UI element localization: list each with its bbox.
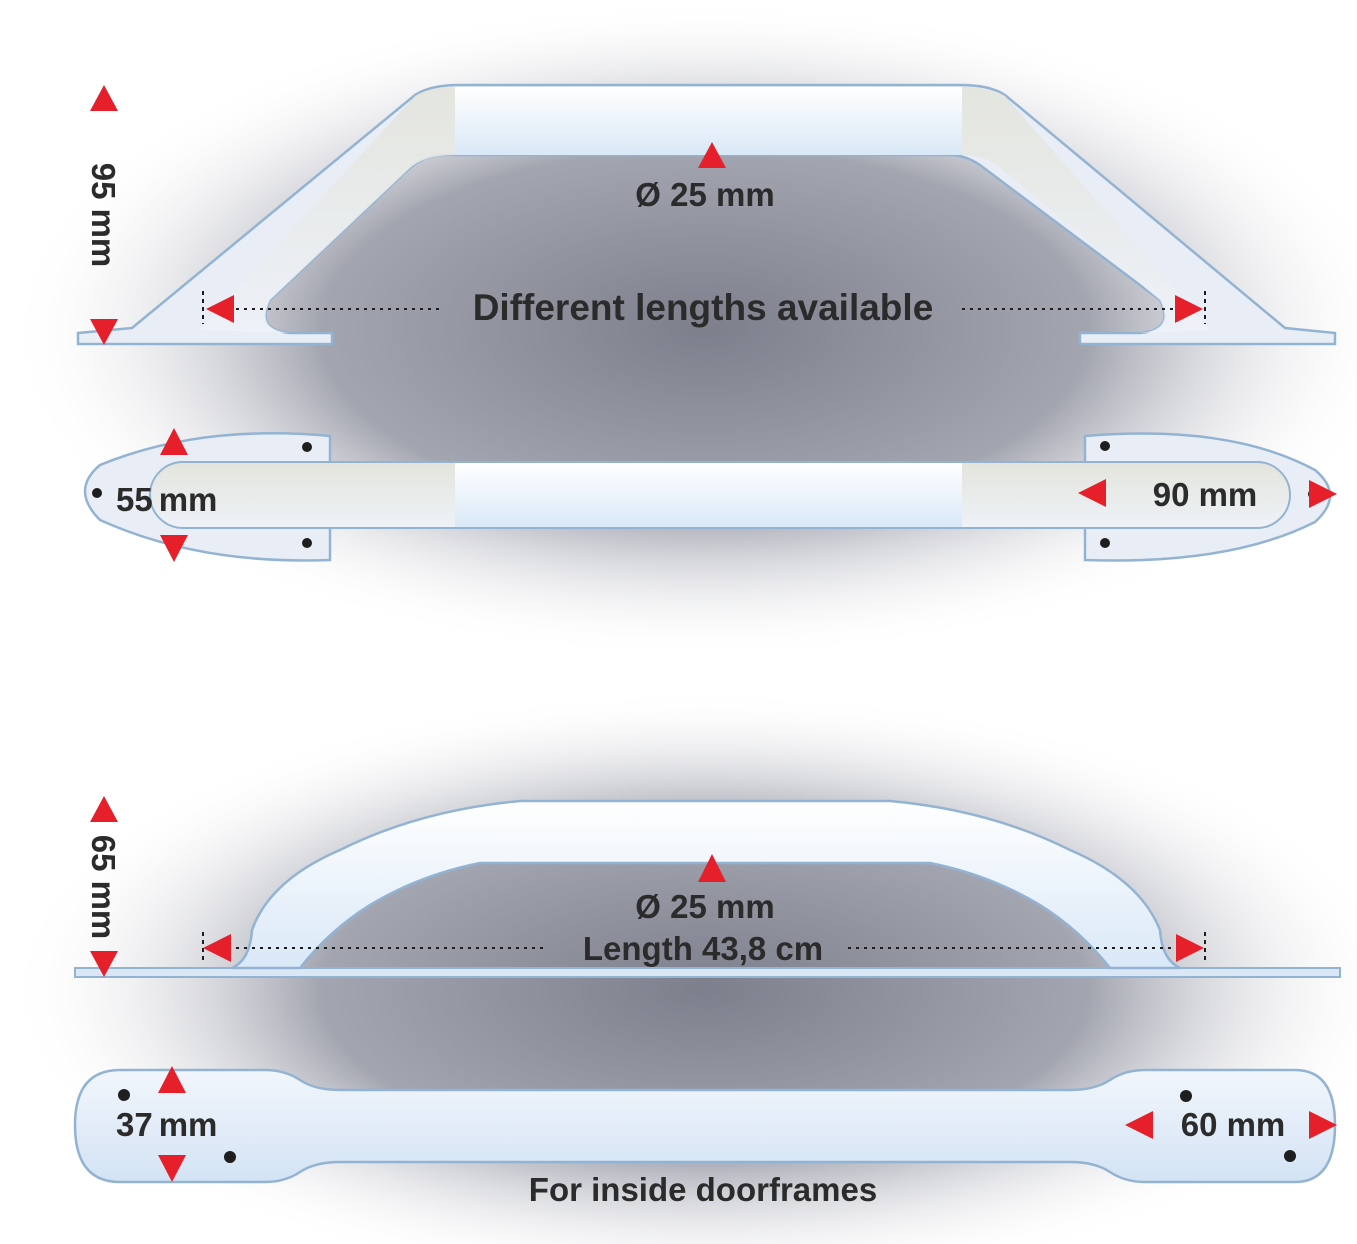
screw-hole [1100,538,1110,548]
bar1-side-tube [455,87,962,155]
screw-hole [1100,441,1110,451]
bar1-top-tube-highlight [455,463,962,527]
bar2-caption: For inside doorframes [529,1171,877,1208]
bar1-side-leg-left [200,87,455,333]
bar1-height-label: 95 mm [85,163,122,268]
screw-hole [1180,1090,1192,1102]
arrow-up-icon [698,854,726,882]
bar2-base-width-value: 37 [116,1106,153,1143]
arrow-right-icon [1309,1111,1337,1139]
arrow-right-icon [1176,934,1204,962]
bar1-base-width-unit: mm [159,481,218,518]
grab-bar-2-top-view [73,1068,1337,1184]
arrow-right-icon [1175,295,1203,323]
arrow-left-icon [1125,1111,1153,1139]
screw-hole [302,442,312,452]
arrow-up-icon [90,796,118,822]
bar2-diameter-label: Ø 25 mm [635,888,774,925]
arrow-right-icon [1309,480,1337,508]
arrow-down-icon [90,319,118,345]
screw-hole [92,488,102,498]
grab-bar-1-side-view [76,83,1337,346]
arrow-left-icon [203,934,231,962]
arrow-left-icon [206,295,234,323]
arrow-down-icon [160,535,188,562]
bar2-height-label: 65 mm [85,835,122,940]
screw-hole [302,538,312,548]
arrow-down-icon [158,1155,186,1182]
bar2-side-body [231,799,1181,970]
arrow-up-icon [698,142,726,168]
bar1-side-leg-right [962,87,1210,333]
bar1-length-label: Different lengths available [473,287,934,328]
arrow-down-icon [90,951,118,977]
arrow-up-icon [158,1066,186,1093]
bar2-base-length-label: 60 mm [1181,1106,1286,1143]
arrow-left-icon [1078,479,1106,507]
arrow-up-icon [90,85,118,111]
screw-hole [118,1089,130,1101]
grab-bar-2-side-view [74,799,1341,978]
screw-hole [1284,1150,1296,1162]
bar2-base-width-unit: mm [159,1106,218,1143]
bar1-base-width-value: 55 [116,481,153,518]
bar1-base-length-label: 90 mm [1153,476,1258,513]
bar2-base-plate [74,967,1341,978]
screw-hole [224,1151,236,1163]
arrow-up-icon [160,428,188,455]
grab-bar-1-top-view [83,432,1332,562]
bar1-diameter-label: Ø 25 mm [635,176,774,213]
bar2-length-label: Length 43,8 cm [583,930,823,967]
